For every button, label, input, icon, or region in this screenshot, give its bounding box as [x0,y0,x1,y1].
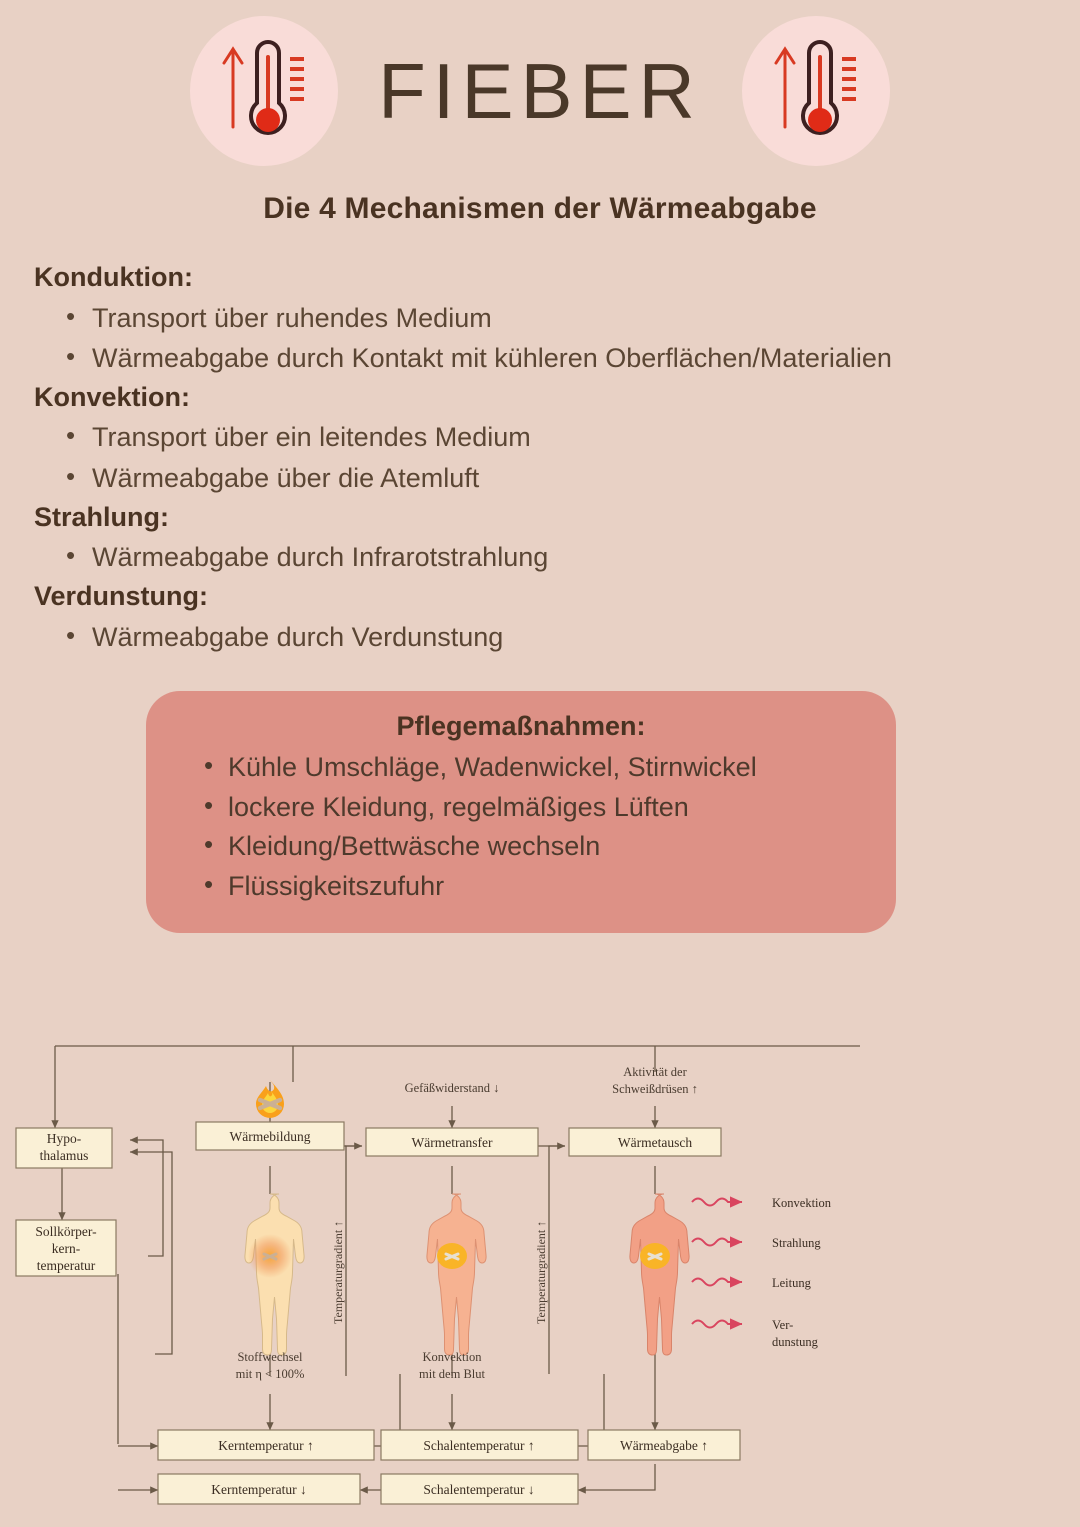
care-measures-list: Kühle Umschläge, Wadenwickel, Stirnwicke… [176,746,866,907]
thermometer-icon [222,40,305,135]
box-label: kern- [52,1241,81,1256]
diagram-label-gradient-right: Temperaturgradient ↑ [534,1221,548,1324]
mechanism-list-konduktion: Transport über ruhendes Medium Wärmeabga… [34,298,1046,378]
box-label: Schalentemperatur ↑ [423,1438,534,1453]
thermoregulation-diagram: Hypo- thalamus Sollkörper- kern- tempera… [0,1024,1080,1524]
diagram-label-gradient-left: Temperaturgradient ↑ [331,1221,345,1324]
wavy-arrow-leitung [691,1276,743,1288]
diagram-box-waermetransfer [365,1127,539,1157]
mechanism-list-verdunstung: Wärmeabgabe durch Verdunstung [34,617,1046,657]
diagram-label-gefaesswiderstand: Gefäßwiderstand ↓ [405,1081,500,1095]
list-item: Kleidung/Bettwäsche wechseln [202,825,866,867]
mechanism-heading-konvektion: Konvektion: [34,381,191,412]
list-item: Wärmeabgabe durch Kontakt mit kühleren O… [64,338,1046,378]
box-label: Sollkörper- [35,1224,97,1239]
box-label: Kerntemperatur ↓ [211,1482,307,1497]
thermometer-badge-right [741,16,890,166]
mechanism-list-strahlung: Wärmeabgabe durch Infrarotstrahlung [34,537,1046,577]
box-label: Schalentemperatur ↓ [423,1482,534,1497]
care-measures-title: Pflegemaßnahmen: [396,711,646,742]
diagram-label-konvektion-blut-line2: mit dem Blut [419,1367,486,1381]
page-title: FIEBER [378,47,702,135]
diagram-box-schalentemperatur-up [380,1429,579,1461]
box-label: Hypo- [47,1131,82,1146]
section-subtitle: Die 4 Mechanismen der Wärmeabgabe [263,192,817,225]
body-figure-pale [244,1193,305,1356]
list-item: Transport über ruhendes Medium [64,298,1046,338]
diagram-label-stoffwechsel-line1: Stoffwechsel [237,1350,303,1364]
list-item: Wärmeabgabe über die Atemluft [64,458,1046,498]
wavy-arrow-konvektion [691,1196,743,1208]
list-item: Kühle Umschläge, Wadenwickel, Stirnwicke… [202,746,866,788]
legend-label-leitung: Leitung [772,1276,812,1290]
box-label: Wärmetransfer [412,1135,493,1150]
diagram-box-waermebildung [195,1121,345,1151]
mechanisms-section: Konduktion: Transport über ruhendes Medi… [0,260,1080,657]
mechanism-heading-konduktion: Konduktion: [34,262,193,292]
thermometer-icon [774,40,856,135]
list-item: lockere Kleidung, regelmäßiges Lüften [202,786,866,828]
diagram-box-kerntemperatur-up [157,1429,375,1461]
diagram-box-hypothalamus [15,1127,113,1169]
diagram-box-schalentemperatur-down [380,1473,579,1505]
box-label: Wärmeabgabe ↑ [620,1438,708,1453]
body-figure-mid [426,1193,487,1356]
legend-label-strahlung: Strahlung [772,1236,821,1250]
page-header: FIEBER [0,0,1080,178]
diagram-label-aktivitaet-line1: Aktivität der [623,1065,687,1079]
list-item: Wärmeabgabe durch Verdunstung [64,617,1046,657]
box-label: Wärmebildung [230,1129,311,1144]
diagram-label-stoffwechsel-line2: mit η < 100% [236,1367,305,1381]
thermometer-badge-left [190,16,339,166]
mechanism-heading-verdunstung: Verdunstung: [34,581,208,612]
diagram-label-aktivitaet-line2: Schweißdrüsen ↑ [612,1082,698,1096]
diagram-box-kerntemperatur-down [157,1473,361,1505]
list-item: Transport über ein leitendes Medium [64,417,1046,457]
list-item: Flüssigkeitszufuhr [202,865,866,907]
box-label: Wärmetausch [618,1135,692,1150]
legend-label-verdunstung-line2: dunstung [772,1335,819,1349]
diagram-box-waermetausch [568,1127,722,1157]
mechanism-heading-strahlung: Strahlung: [34,501,169,532]
diagram-label-konvektion-blut-line1: Konvektion [422,1350,482,1364]
care-measures-box: Pflegemaßnahmen: Kühle Umschläge, Wadenw… [146,691,896,933]
diagram-svg: Hypo- thalamus Sollkörper- kern- tempera… [15,1045,860,1505]
box-label: Kerntemperatur ↑ [218,1438,314,1453]
box-label: thalamus [40,1148,89,1163]
wavy-arrow-strahlung [691,1236,743,1248]
wavy-arrow-verdunstung [691,1318,743,1330]
legend-label-verdunstung-line1: Ver- [772,1318,793,1332]
legend-label-konvektion: Konvektion [772,1196,832,1210]
flame-icon [256,1080,284,1118]
list-item: Wärmeabgabe durch Infrarotstrahlung [64,537,1046,577]
diagram-box-sollkoerpertemperatur [15,1219,117,1277]
mechanism-list-konvektion: Transport über ein leitendes Medium Wärm… [34,417,1046,498]
box-label: temperatur [37,1258,96,1273]
diagram-box-waermeabgabe-up [587,1429,741,1461]
body-figure-warm [629,1193,690,1356]
